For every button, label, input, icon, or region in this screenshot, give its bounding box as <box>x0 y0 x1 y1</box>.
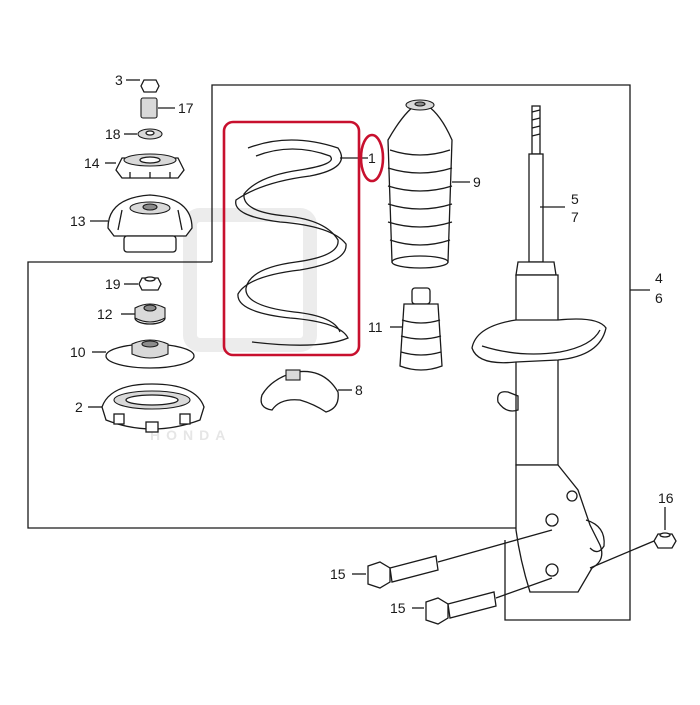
callout-7: 7 <box>571 209 579 225</box>
part-14-lock-nut: 14 <box>84 153 185 179</box>
part-9-dust-boot: 9 <box>387 99 481 269</box>
piston-rod <box>528 153 544 263</box>
callout-5: 5 <box>571 191 579 207</box>
part-15-lower-bolt: 15 <box>390 577 553 625</box>
hose-bracket <box>497 391 519 412</box>
strut-assembly: 5 7 <box>471 105 607 593</box>
part-3-nut: 3 <box>115 72 160 93</box>
callout-11: 11 <box>368 319 383 335</box>
callout-10: 10 <box>70 344 86 360</box>
callout-19: 19 <box>105 276 121 292</box>
spring-seat-flange <box>471 318 607 364</box>
part-12-bearing: 12 <box>97 303 166 325</box>
callout-4: 4 <box>655 270 663 286</box>
callout-13: 13 <box>70 213 86 229</box>
part-8-spring-isolator: 8 <box>260 369 363 413</box>
part-18-washer: 18 <box>105 126 163 142</box>
strut-body <box>515 274 559 466</box>
callout-6: 6 <box>655 290 663 306</box>
callout-16: 16 <box>658 490 674 506</box>
callout-14: 14 <box>84 155 100 171</box>
part-1-coil-spring: 1 <box>235 139 376 346</box>
part-2-lower-spring-mount: 2 <box>75 383 205 433</box>
callout-9: 9 <box>473 174 481 190</box>
part-15-upper-bolt: 15 <box>330 529 553 589</box>
part-17-collar: 17 <box>140 97 194 119</box>
spring-highlight-box <box>222 120 361 357</box>
callout-15-upper: 15 <box>330 566 346 582</box>
callout-2: 2 <box>75 399 83 415</box>
callout-1: 1 <box>368 150 376 166</box>
part-13-strut-mount: 13 <box>70 194 193 253</box>
assembly-bracket-lower <box>27 261 520 529</box>
assembly-bracket-upper <box>211 84 631 621</box>
callout-15-lower: 15 <box>390 600 406 616</box>
callout-17: 17 <box>178 100 194 116</box>
part-11-bump-stop: 11 <box>368 287 443 371</box>
watermark-text: HONDA <box>150 427 231 443</box>
callout-12: 12 <box>97 306 113 322</box>
part-19-nut: 19 <box>105 276 162 292</box>
callout-8: 8 <box>355 382 363 398</box>
part-16-flange-nut: 16 <box>589 490 677 569</box>
callout-18: 18 <box>105 126 121 142</box>
piston-rod-thread <box>531 105 541 155</box>
callout-1-highlight-circle <box>359 133 385 183</box>
callout-3: 3 <box>115 72 123 88</box>
knuckle-bracket <box>515 464 603 593</box>
part-10-spring-seat: 10 <box>70 339 195 369</box>
